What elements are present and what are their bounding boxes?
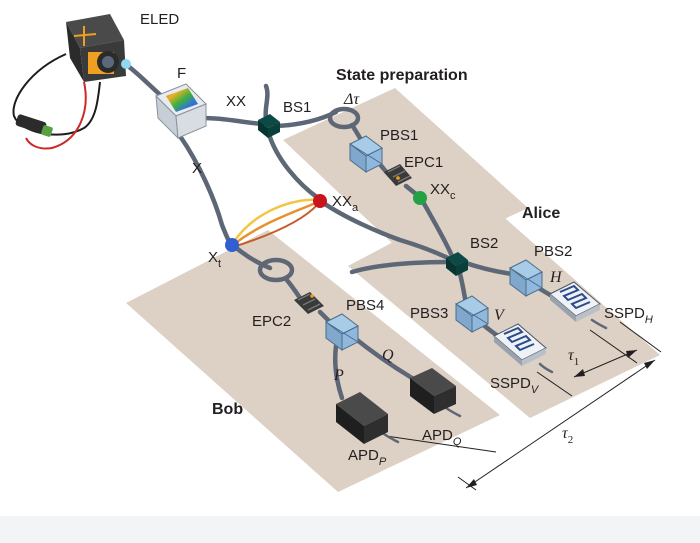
polarization-controller-epc2-icon — [294, 292, 324, 314]
polarizing-beam-splitter-pbs1-icon — [349, 135, 383, 173]
pbs3-label: PBS3 — [410, 305, 448, 322]
avalanche-photodiode-apd-p-icon — [336, 392, 388, 444]
filter-label: F — [177, 65, 186, 82]
photon-correlation-beams — [231, 198, 319, 248]
q-label: Q — [382, 347, 394, 364]
beam-splitter-bs2-icon — [446, 252, 468, 276]
v-label: V — [494, 307, 506, 324]
delay-label: Δτ — [343, 91, 360, 108]
pbs1-label: PBS1 — [380, 127, 418, 144]
xx-label: XX — [226, 93, 246, 110]
pbs2-label: PBS2 — [534, 243, 572, 260]
xx-c-node — [413, 191, 427, 205]
bottom-strip — [0, 516, 700, 543]
xx-a-label: XXa — [332, 193, 359, 214]
tau2-label: τ2 — [562, 425, 573, 446]
eled-source-icon — [66, 14, 131, 82]
xx-c-label: XXc — [430, 181, 456, 202]
p-label: P — [333, 367, 344, 384]
avalanche-photodiode-apd-q-icon — [410, 368, 456, 414]
xx-a-node — [313, 194, 327, 208]
bs1-label: BS1 — [283, 99, 311, 116]
alice-platform — [348, 196, 660, 418]
polarization-controller-epc1-icon — [384, 164, 412, 186]
x-t-node — [225, 238, 239, 252]
x-label: X — [192, 160, 202, 177]
epc2-label: EPC2 — [252, 313, 291, 330]
x-t-label: Xt — [208, 249, 221, 270]
superconducting-detector-sspd-h-icon — [549, 281, 601, 322]
timing-dimension-lines — [385, 321, 662, 491]
polarizing-beam-splitter-pbs4-icon — [325, 313, 359, 351]
cable-connector-icon — [15, 114, 53, 137]
sspd-v-label: SSPDV — [490, 375, 540, 396]
setup-diagram: ELED F XX X BS1 Δτ State preparation PBS… — [12, 11, 662, 492]
state-preparation-title: State preparation — [336, 67, 468, 84]
tau1-label: τ1 — [568, 347, 579, 368]
eled-label: ELED — [140, 11, 179, 28]
filter-prism-icon — [155, 83, 207, 140]
epc1-label: EPC1 — [404, 154, 443, 171]
polarizing-beam-splitter-pbs2-icon — [509, 259, 543, 297]
beam-splitter-bs1-icon — [258, 114, 280, 138]
apd-p-label: APDP — [348, 447, 387, 468]
bob-platform — [126, 230, 500, 492]
h-label: H — [549, 269, 563, 286]
sspd-h-label: SSPDH — [604, 305, 653, 326]
bs2-label: BS2 — [470, 235, 498, 252]
superconducting-detector-sspd-v-icon — [493, 323, 547, 366]
bob-title: Bob — [212, 401, 243, 418]
polarizing-beam-splitter-pbs3-icon — [455, 295, 489, 333]
alice-title: Alice — [522, 205, 560, 222]
apd-q-label: APDQ — [422, 427, 462, 448]
pbs4-label: PBS4 — [346, 297, 384, 314]
